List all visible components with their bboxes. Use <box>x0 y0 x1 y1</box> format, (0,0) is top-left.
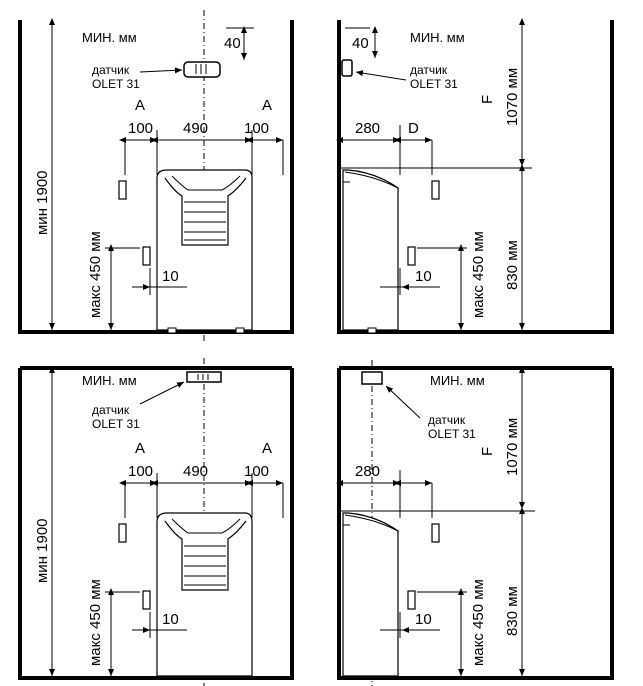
dim-max: макс 450 мм <box>87 231 104 318</box>
dim-gap: 10 <box>162 611 179 628</box>
label-a-right: A <box>262 97 272 114</box>
dim-top: 40 <box>352 35 369 52</box>
panel-bottom-side: МИН. мм датчик OLET 31 F 1070 мм 830 мм … <box>336 360 614 686</box>
vent-right <box>431 180 440 200</box>
wall-outline <box>18 366 294 680</box>
dim-depth: 280 <box>355 463 380 480</box>
dim-left: 100 <box>128 463 153 480</box>
wall-outline <box>337 20 614 334</box>
sensor-label-1: датчик <box>410 63 448 77</box>
dim-gap: 10 <box>162 268 179 285</box>
heater-body <box>156 169 253 331</box>
dim-right: 100 <box>244 120 269 137</box>
dim-gap: 10 <box>415 268 432 285</box>
sensor-label-2: OLET 31 <box>428 427 476 441</box>
vent-left <box>118 180 127 200</box>
sensor-icon <box>341 59 353 77</box>
panel-top-front: МИН. мм 40 датчик OLET 31 A A 100 490 10… <box>18 10 294 342</box>
label-a-left: A <box>135 440 145 457</box>
vent-lower <box>407 246 416 266</box>
panel-bottom-front: МИН. мм датчик OLET 31 A A 100 490 100 <box>18 358 294 686</box>
label-f: F <box>479 95 496 104</box>
sensor-icon <box>361 371 383 385</box>
dim-upper: 1070 мм <box>504 418 521 476</box>
dim-right: 100 <box>244 463 269 480</box>
sensor-label-1: датчик <box>92 63 130 77</box>
label-d: D <box>408 120 419 137</box>
sensor-icon <box>186 371 222 383</box>
vent-lower <box>142 246 151 266</box>
heater-stones <box>184 545 226 586</box>
vent-right <box>431 523 440 543</box>
sensor-label-1: датчик <box>428 413 466 427</box>
vent-lower <box>142 590 151 610</box>
label-a-right: A <box>262 440 272 457</box>
dim-height: мин 1900 <box>34 170 51 235</box>
label-a-left: A <box>135 97 145 114</box>
dim-height: мин 1900 <box>34 518 51 583</box>
vent-lower <box>407 590 416 610</box>
min-label: МИН. мм <box>430 373 485 388</box>
dim-left: 100 <box>128 120 153 137</box>
sensor-label-2: OLET 31 <box>410 77 458 91</box>
min-label: МИН. мм <box>410 30 465 45</box>
dim-center: 490 <box>183 463 208 480</box>
heater-body <box>342 169 399 331</box>
dim-gap: 10 <box>415 611 432 628</box>
sensor-label-2: OLET 31 <box>92 77 140 91</box>
dim-max: макс 450 мм <box>87 579 104 666</box>
heater-stones <box>184 201 226 241</box>
sensor-icon <box>183 61 221 78</box>
sensor-label-2: OLET 31 <box>92 417 140 431</box>
dim-lower: 830 мм <box>504 586 521 636</box>
sensor-label-1: датчик <box>92 403 130 417</box>
vent-left <box>118 523 127 543</box>
dim-top: 40 <box>224 35 241 52</box>
wall-outline <box>337 366 614 680</box>
min-label: МИН. мм <box>82 373 137 388</box>
dim-upper: 1070 мм <box>504 68 521 126</box>
dim-max: макс 450 мм <box>470 579 487 666</box>
label-f: F <box>479 447 496 456</box>
dim-depth: 280 <box>355 120 380 137</box>
min-label: МИН. мм <box>82 30 137 45</box>
dim-max: макс 450 мм <box>470 231 487 318</box>
heater-body <box>156 512 253 677</box>
dim-center: 490 <box>183 120 208 137</box>
wall-outline <box>18 20 294 334</box>
panel-top-side: МИН. мм 40 датчик OLET 31 F 1070 мм 830 … <box>336 18 614 334</box>
dim-lower: 830 мм <box>504 240 521 290</box>
heater-body <box>342 512 399 677</box>
